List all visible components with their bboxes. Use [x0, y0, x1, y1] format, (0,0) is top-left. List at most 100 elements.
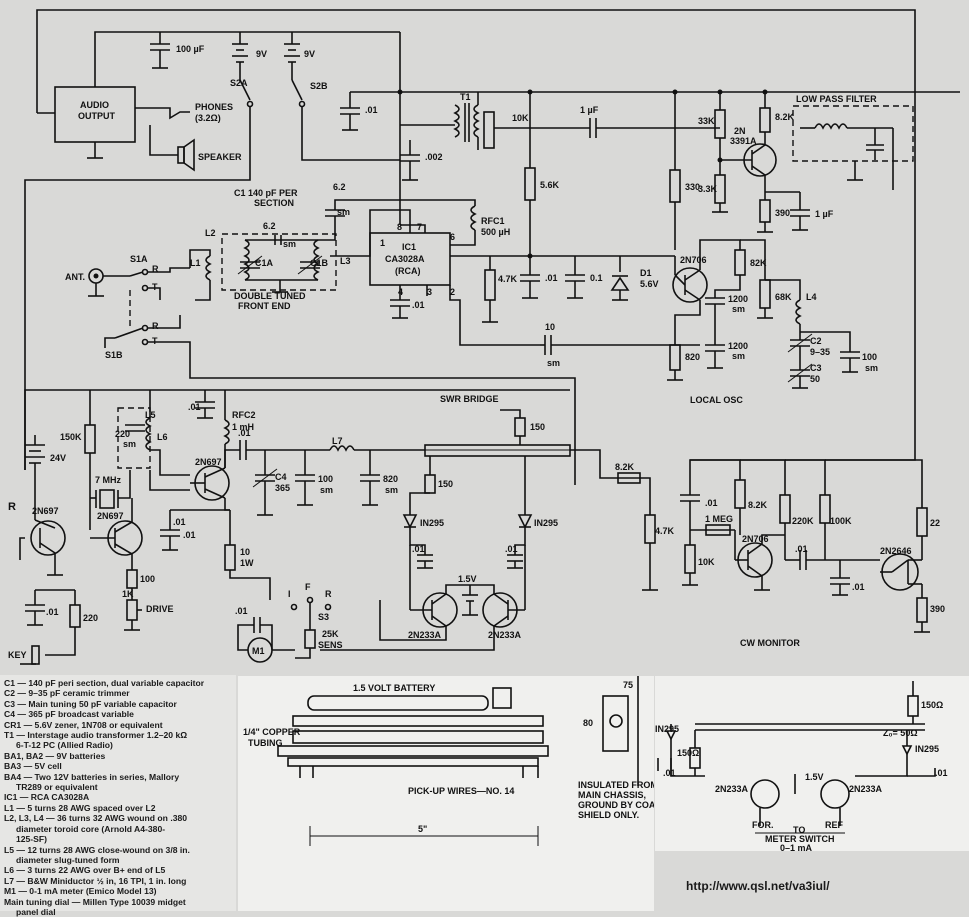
res-33k: [714, 109, 726, 139]
res-4-7k: [484, 269, 496, 301]
cap-01-e: .01: [238, 428, 251, 438]
q-2n706-label: 2N706: [680, 255, 707, 265]
crystal-7mhz: [99, 489, 115, 509]
res-22-label: 22: [930, 518, 940, 528]
cap-01-a: .01: [365, 105, 378, 115]
key-jack-icon[interactable]: [31, 645, 40, 665]
rfc2-value: 1 mH: [232, 422, 254, 432]
res-82k: [734, 249, 746, 276]
dim-75: 75: [623, 680, 633, 690]
battery-callout: 1.5 VOLT BATTERY: [353, 683, 435, 693]
battery-9v-b: 9V: [304, 49, 315, 59]
res-150-label: 150: [530, 422, 545, 432]
swr-bridge-label: SWR BRIDGE: [440, 394, 499, 404]
switch-s1b: S1B: [105, 350, 123, 360]
lpf-label: LOW PASS FILTER: [796, 94, 877, 104]
res-100-label: 100: [140, 574, 155, 584]
pot-1k: [126, 599, 138, 621]
res-8-2k-label: 8.2K: [775, 112, 795, 122]
c1-spec-label-2: SECTION: [254, 198, 294, 208]
for-label: FOR.: [752, 820, 774, 830]
res-10w-label: 1W: [240, 558, 254, 568]
q-2n697-c-label: 2N697: [195, 457, 222, 467]
cap-100-b-sm: sm: [320, 485, 333, 495]
cap-1200-b-sm: sm: [732, 351, 745, 361]
cap-6-2-sm: sm: [337, 207, 350, 217]
tubing-callout-2: TUBING: [248, 738, 283, 748]
double-tuned-label: DOUBLE TUNED: [234, 291, 306, 301]
in295-b-label: IN295: [534, 518, 558, 528]
cap-10-sm: sm: [547, 358, 560, 368]
res-8-2k-d: [734, 479, 746, 509]
cap-01-k: .01: [795, 544, 808, 554]
bridge-in295-a: IN295: [655, 724, 679, 734]
cap-01-l: .01: [852, 582, 865, 592]
source-url[interactable]: http://www.qsl.net/va3iul/: [686, 879, 830, 893]
tubing-callout: 1/4" COPPER: [243, 727, 301, 737]
diode-in295-b: [517, 514, 533, 529]
inductor-l5: [145, 417, 152, 451]
cap-01-g: .01: [505, 544, 518, 554]
receiver-section: .01 T1 10K 1 µF .002 5.6K 330 33K: [65, 32, 960, 485]
res-8-2k-d-label: 8.2K: [748, 500, 768, 510]
rfc1-value: 500 µH: [481, 227, 510, 237]
cap-1200-b: 1200: [728, 341, 748, 351]
parts-list-item: Main tuning dial — Millen Type 10039 mid…: [4, 896, 186, 917]
cap-220: 220: [115, 429, 130, 439]
cap-100-sm: 100: [862, 352, 877, 362]
cap-220-sm: sm: [123, 439, 136, 449]
res-25k-sens: SENS: [318, 640, 343, 650]
res-68k-label: 68K: [775, 292, 792, 302]
res-1k-label: 1K: [122, 589, 134, 599]
parts-list-item: L1 — 5 turns 28 AWG spaced over L2: [4, 802, 156, 813]
res-150k: [84, 424, 96, 454]
antenna-label: ANT.: [65, 272, 85, 282]
res-150-b-label: 150: [438, 479, 453, 489]
cap-6-2-b: 6.2: [263, 221, 276, 231]
front-end-box: [221, 233, 337, 291]
res-22: [916, 507, 928, 537]
insulated-callout-2: MAIN CHASSIS,: [578, 790, 646, 800]
c1-spec-label: C1 140 pF PER: [234, 188, 298, 198]
audio-output-label: AUDIO: [80, 100, 109, 110]
cap-01-d: .01: [188, 402, 201, 412]
res-4-7k-label: 4.7K: [498, 274, 518, 284]
res-220k-label: 220K: [792, 516, 814, 526]
res-82k-label: 82K: [750, 258, 767, 268]
key-label[interactable]: KEY: [8, 650, 27, 660]
cap-1200-a: 1200: [728, 294, 748, 304]
bracket-icon: [602, 695, 629, 752]
res-5-6k-label: 5.6K: [540, 180, 560, 190]
bridge-in295-b: IN295: [915, 744, 939, 754]
cw-monitor-section: 8.2K 4.7K .01 10K 1 MEG 8.2K 2N706 220K …: [173, 190, 945, 648]
res-8-2k-c-label: 8.2K: [615, 462, 635, 472]
cap-100-sm-sm: sm: [865, 363, 878, 373]
local-osc-label: LOCAL OSC: [690, 395, 743, 405]
t1-label: T1: [460, 92, 471, 102]
c2-value: 9–35: [810, 347, 830, 357]
cap-100-b: 100: [318, 474, 333, 484]
q-2n233a-b-label: 2N233A: [488, 630, 522, 640]
s1a-r: R: [152, 264, 159, 274]
parts-list-item: L5 — 12 turns 28 AWG close-wound on 3/8 …: [4, 844, 190, 865]
speaker-icon: [177, 146, 185, 164]
c3-label: C3: [810, 363, 822, 373]
phones-label: PHONES: [195, 102, 233, 112]
parts-list-item: C4 — 365 pF broadcast variable: [4, 709, 134, 720]
l5-l6-box: [117, 407, 151, 469]
c2-label: C2: [810, 336, 822, 346]
parts-list-item: L6 — 3 turns 22 AWG over B+ end of L5: [4, 865, 166, 876]
inductor-l7: [329, 445, 355, 452]
l6-label: L6: [157, 432, 168, 442]
transmitter-section: R 24V 2N697 150K 7 MHz 2N697 100 1K DRIV…: [8, 389, 618, 665]
in295-a-label: IN295: [420, 518, 444, 528]
res-10k: 10K: [512, 113, 529, 123]
insulated-callout-3: GROUND BY COAX: [578, 800, 654, 810]
bridge-transistor-a: [750, 779, 780, 809]
cap-01-f: .01: [412, 544, 425, 554]
cap-0-1: 0.1: [590, 273, 603, 283]
cap-820-sm: sm: [385, 485, 398, 495]
battery-24v: 24V: [50, 453, 66, 463]
s3-r-label: R: [325, 589, 332, 599]
res-390-label: 390: [775, 208, 790, 218]
